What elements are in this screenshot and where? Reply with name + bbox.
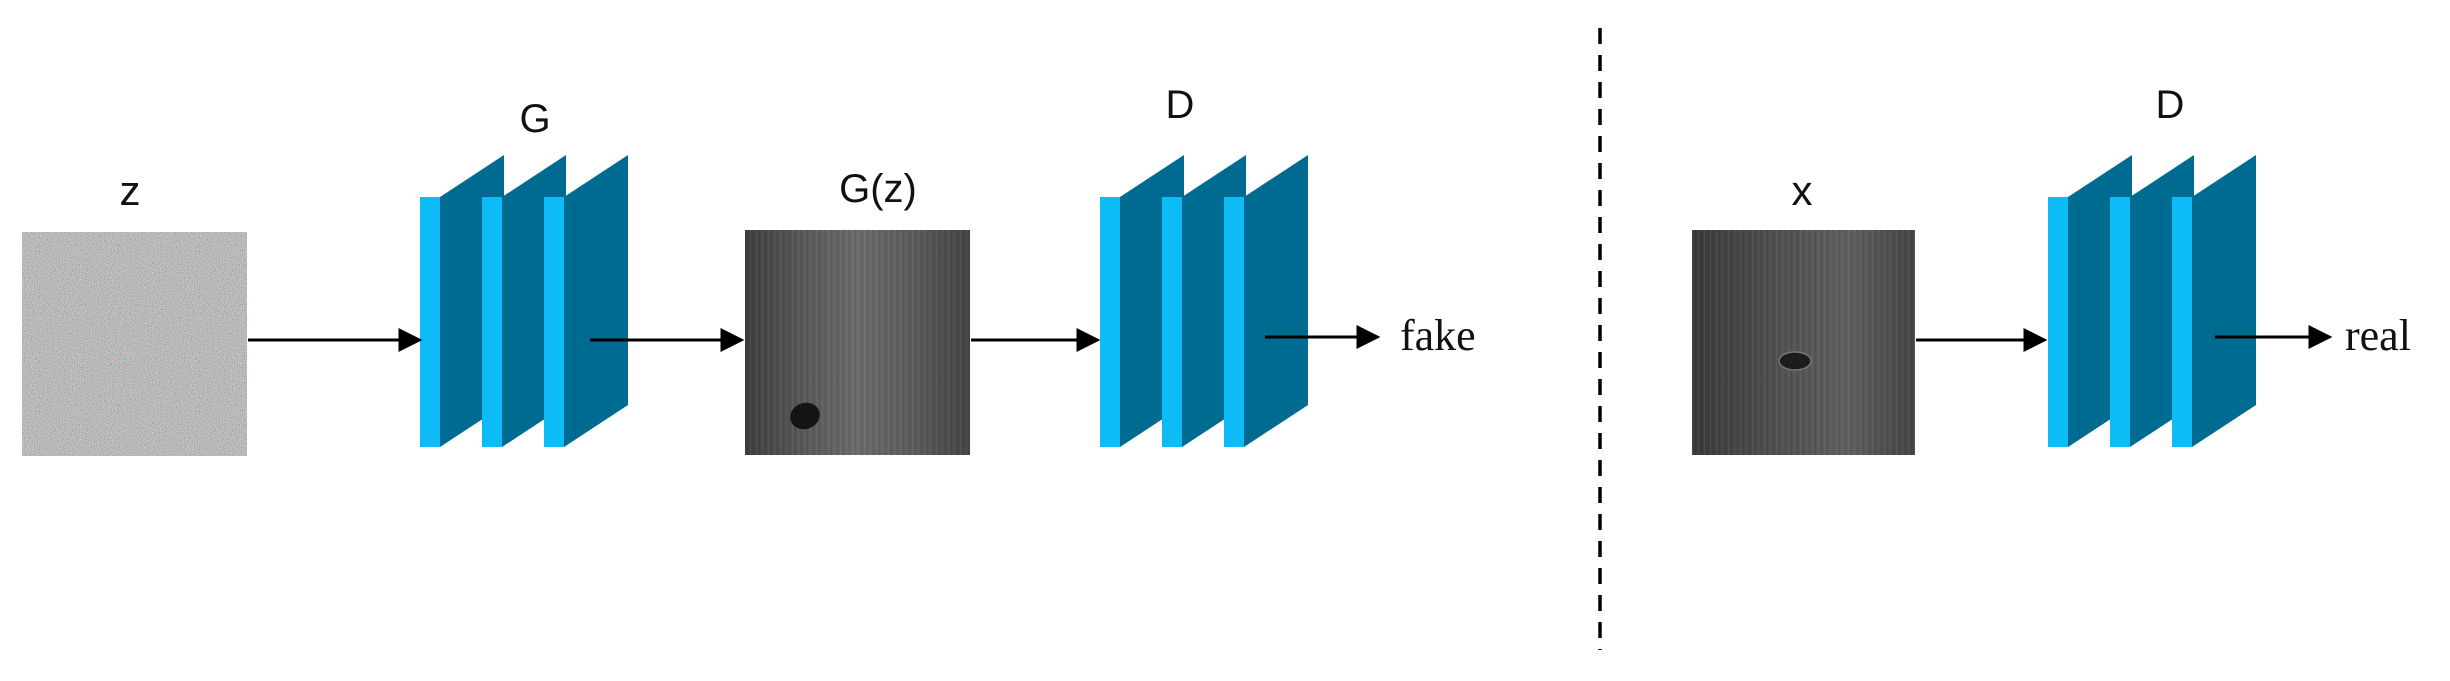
layer-slab-side <box>1162 197 1182 447</box>
layer-slab-side <box>420 197 440 447</box>
label-generator: G <box>519 97 550 141</box>
layer-slab-side <box>544 197 564 447</box>
noise-image <box>22 232 247 456</box>
discriminator-layers-left <box>1100 155 1308 447</box>
layer-slab-side <box>1224 197 1244 447</box>
layer-slab-side <box>482 197 502 447</box>
discriminator-layers-right <box>2048 155 2256 447</box>
generator-layers <box>420 155 628 447</box>
layer-slab-face <box>564 155 628 447</box>
label-real: real <box>2345 311 2411 360</box>
label-x: x <box>1792 167 1813 214</box>
layer-slab-side <box>1100 197 1120 447</box>
label-discriminator-right: D <box>2156 83 2185 127</box>
generated-image <box>745 230 970 455</box>
layer-slab-side <box>2172 197 2192 447</box>
label-generated-image: G(z) <box>839 167 917 211</box>
layer-slab-face <box>1244 155 1308 447</box>
label-discriminator-left: D <box>1166 83 1195 127</box>
layer-slab-side <box>2048 197 2068 447</box>
layer-slab-side <box>2110 197 2130 447</box>
label-fake: fake <box>1400 311 1476 360</box>
layer-slab-face <box>2192 155 2256 447</box>
label-z: z <box>120 167 141 214</box>
real-image <box>1692 230 1915 455</box>
